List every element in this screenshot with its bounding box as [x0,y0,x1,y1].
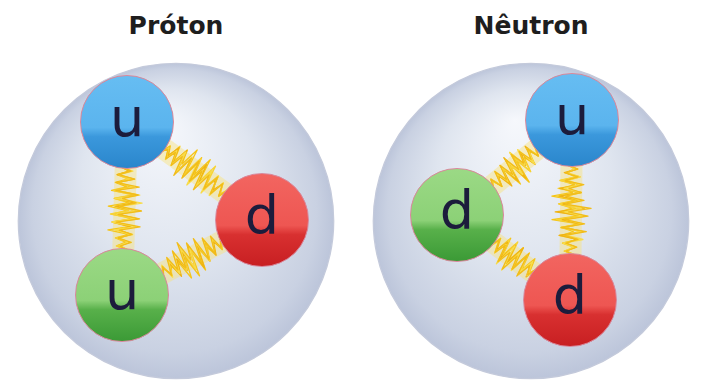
gluon [490,238,538,277]
quark-circle: d [410,168,504,262]
quark-circle: u [75,248,169,342]
quark-label: u [110,91,144,145]
quark-circle: d [215,173,309,267]
hadron: Nêutronudd [372,62,690,380]
hadron-title: Nêutron [332,11,707,40]
gluon [491,145,539,190]
hadron: Prótonudu [17,62,335,380]
quark-label: d [553,269,587,323]
quark-label: d [440,184,474,238]
quark-circle: d [523,253,617,347]
gluon [162,236,223,278]
quark-label: d [245,189,279,243]
hadron-title: Próton [0,11,375,40]
quark-circle: u [80,75,174,169]
quark-label: u [555,89,589,143]
quark-circle: u [525,73,619,167]
gluon [552,165,591,255]
quark-label: u [105,264,139,318]
gluon [160,146,228,197]
gluon [108,167,142,250]
